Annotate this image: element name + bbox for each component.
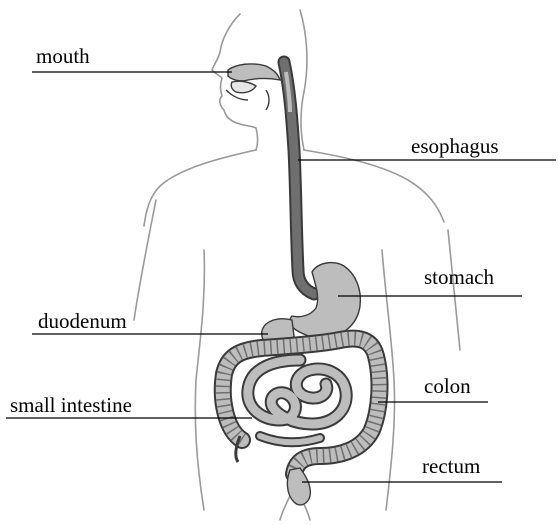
label-stomach: stomach xyxy=(424,267,494,288)
right-shoulder-outline xyxy=(304,150,444,222)
right-arm-outline xyxy=(448,230,460,350)
label-duodenum: duodenum xyxy=(38,311,127,332)
left-shoulder-outline xyxy=(144,150,256,226)
rectum-organ xyxy=(287,468,310,505)
left-torso-outline xyxy=(195,250,204,510)
neck-back-outline xyxy=(300,10,307,150)
label-mouth: mouth xyxy=(36,46,90,67)
small-intestine-organ xyxy=(248,360,346,442)
label-rectum: rectum xyxy=(422,456,480,477)
label-small-intestine: small intestine xyxy=(10,395,132,416)
label-esophagus: esophagus xyxy=(411,136,499,157)
esophagus-organ xyxy=(284,62,314,294)
mouth-organ xyxy=(226,64,280,110)
label-colon: colon xyxy=(424,376,471,397)
